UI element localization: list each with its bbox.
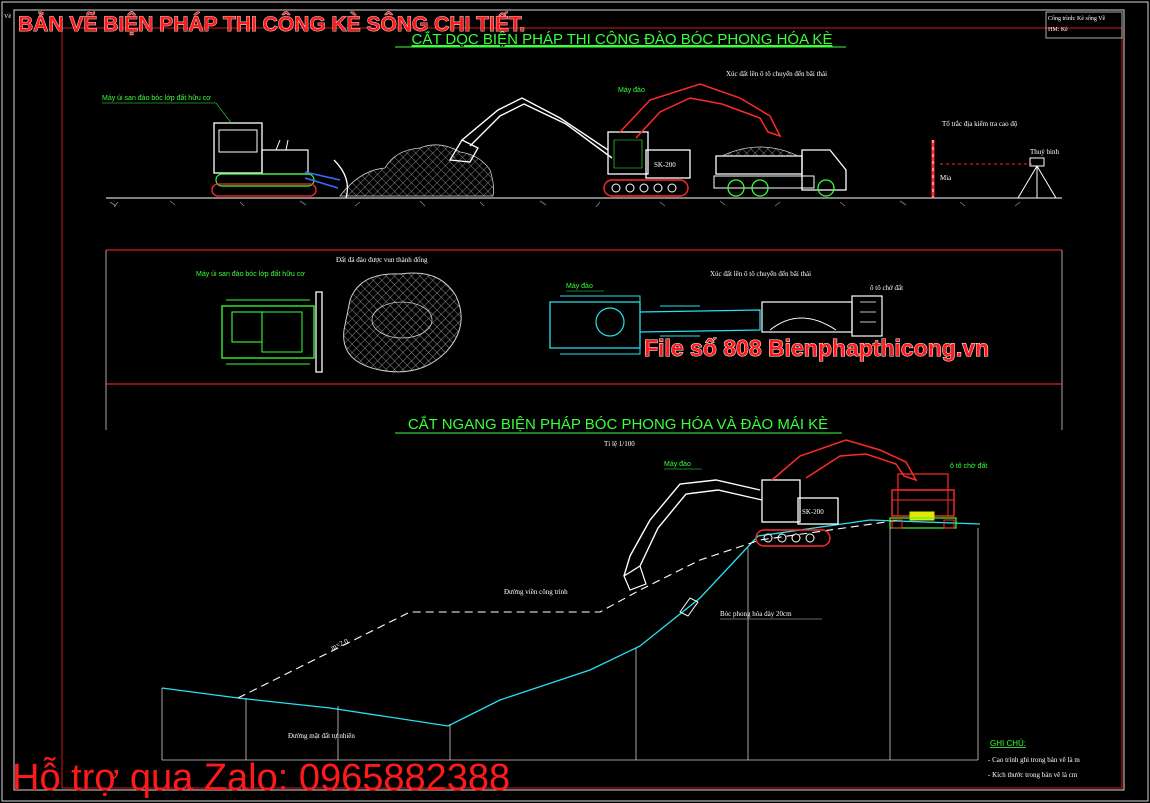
- ground-hatch: [109, 200, 1021, 208]
- long-section-title: CẮT DỌC BIỆN PHÁP THI CÔNG ĐÀO BÓC PHONG…: [412, 30, 833, 48]
- excavator-cross-label: Máy đào: [664, 461, 691, 468]
- bulldozer-plan: [221, 291, 323, 373]
- pile-label: Đất đá đào được vun thành đống: [336, 256, 428, 264]
- slope-label: m=2.0: [330, 637, 350, 652]
- truck-plan: [761, 295, 883, 337]
- notes-heading: GHI CHÚ:: [990, 739, 1026, 748]
- border-frame: [13, 9, 1125, 791]
- inner-red-frame: [61, 27, 1123, 789]
- truck-plan-label: Xúc đất lên ô tô chuyển đến bãi thải: [710, 270, 811, 278]
- title-block: [1045, 11, 1123, 39]
- excavator-cross-model: SK-200: [802, 508, 824, 516]
- cross-section-title: CẮT NGANG BIỆN PHÁP BÓC PHONG HÓA VÀ ĐÀO…: [408, 415, 828, 433]
- staff-label: Mia: [940, 174, 952, 182]
- excavator-long: SK-200: [448, 97, 691, 197]
- survey-label: Tổ trắc địa kiểm tra cao độ: [942, 120, 1018, 128]
- natural-ground-line: [161, 519, 981, 727]
- plan-pile: [343, 272, 462, 373]
- design-line-label: Đường viền công trình: [504, 588, 568, 596]
- excavator-long-label: Máy đào: [618, 87, 645, 94]
- excavator-cross: SK-200: [623, 479, 839, 591]
- zalo-support-text: Hỗ trợ qua Zalo: 0965882388: [12, 756, 510, 799]
- dump-truck-long: [713, 146, 847, 197]
- title-block-line1: Công trình: Kè sông Về: [1048, 15, 1106, 22]
- stripping-label: Bóc phong hóa dày 20cm: [720, 610, 792, 618]
- level-tripod: [1017, 157, 1057, 199]
- left-stub-text: Vẽ: [4, 14, 11, 20]
- natural-ground-label: Đường mặt đất tự nhiên: [288, 732, 355, 740]
- bulldozer-plan-label: Máy ủi san đào bóc lớp đất hữu cơ: [196, 269, 305, 278]
- excavator-long-model: SK-200: [654, 161, 676, 169]
- section-grid: [161, 528, 979, 761]
- title-block-line2: HM: Kè: [1048, 27, 1068, 33]
- banner-title: BẢN VẼ BIỆN PHÁP THI CÔNG KÈ SÔNG CHI TI…: [18, 12, 525, 36]
- cross-section-scale: Tỉ lệ 1/100: [604, 440, 635, 448]
- truck-cross-label: ô tô chở đất: [950, 461, 987, 470]
- note-item-1: - Cao trình ghi trong bản vẽ là m: [988, 756, 1080, 764]
- note-item-2: - Kích thước trong bản vẽ là cm: [988, 771, 1078, 779]
- truck-long-label: Xúc đất lên ô tô chuyển đến bãi thải: [726, 70, 827, 78]
- level-label: Thuỷ bình: [1030, 148, 1059, 156]
- watermark-text: File số 808 Bienphapthicong.vn: [644, 335, 989, 361]
- bulldozer-long: [211, 122, 349, 199]
- truck-plan-tag: ô tô chở đất: [870, 284, 903, 292]
- truck-cross: [889, 473, 957, 529]
- excavator-plan-label: Máy đào: [566, 283, 593, 290]
- excavator-red-arm: [619, 83, 782, 139]
- excavator-cross-red-arm: [771, 439, 918, 482]
- excavator-plan: [549, 295, 761, 355]
- dirt-mound: [339, 144, 494, 197]
- bulldozer-long-label: Máy ủi san đào bóc lớp đất hữu cơ: [102, 93, 211, 102]
